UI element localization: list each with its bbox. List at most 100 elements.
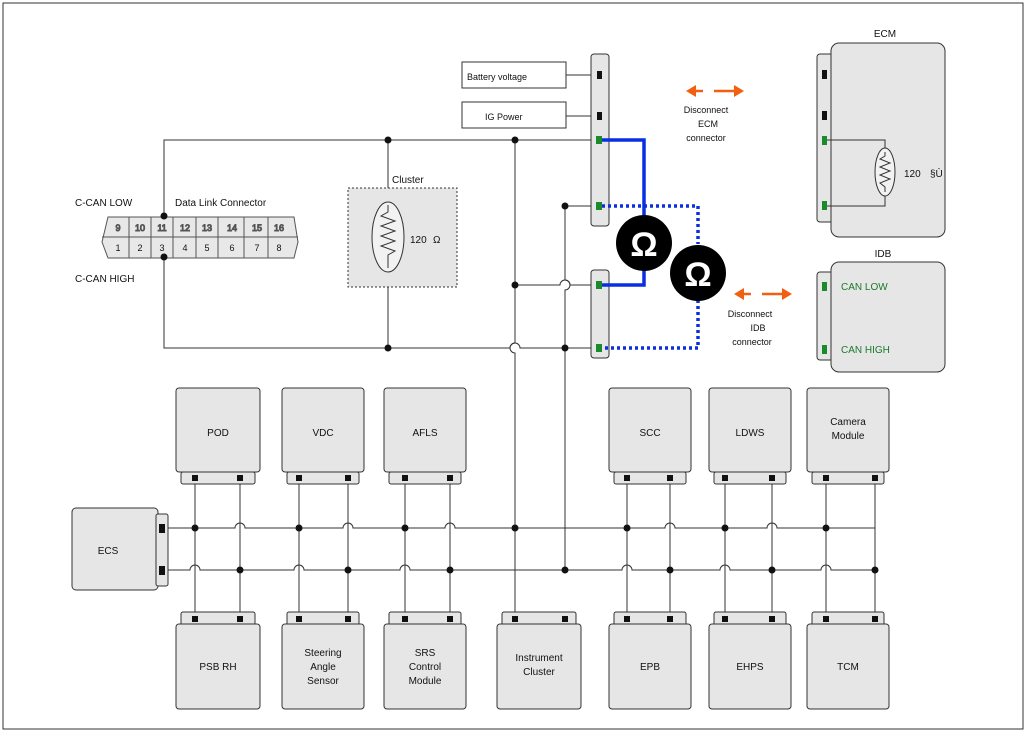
svg-text:Ω: Ω bbox=[684, 256, 711, 294]
disconnect-idb-note: Disconnect IDB connector bbox=[728, 288, 792, 347]
idb-title: IDB bbox=[875, 249, 892, 260]
ecm-resistor-icon bbox=[878, 152, 892, 192]
ecs-module: ECS bbox=[71, 507, 169, 591]
ecm-resistor-capsule bbox=[874, 147, 896, 197]
idb-can-high-label: CAN HIGH bbox=[841, 345, 890, 356]
module-epb: EPB bbox=[608, 611, 692, 710]
svg-text:Camera: Camera bbox=[830, 417, 866, 428]
junction-connectors bbox=[590, 53, 610, 359]
cluster-resistor-icon bbox=[379, 205, 397, 268]
dlc-pin-10: 10 bbox=[135, 223, 145, 233]
svg-text:Control: Control bbox=[409, 662, 441, 673]
svg-text:EPB: EPB bbox=[640, 662, 660, 673]
dlc-pin-3: 3 bbox=[159, 243, 164, 253]
svg-text:Ω: Ω bbox=[630, 226, 657, 264]
battery-voltage-label: Battery voltage bbox=[467, 72, 527, 82]
junction-connector-lower bbox=[590, 269, 610, 359]
disconnect-idb-arrow-icon bbox=[734, 288, 792, 300]
svg-text:POD: POD bbox=[207, 428, 229, 439]
svg-text:Sensor: Sensor bbox=[307, 676, 339, 687]
dlc-pin-2: 2 bbox=[137, 243, 142, 253]
svg-text:Instrument: Instrument bbox=[515, 653, 562, 664]
disconnect-ecm-line1: Disconnect bbox=[684, 105, 729, 115]
cluster-resistance-unit: Ω bbox=[433, 235, 441, 246]
idb-can-low-line bbox=[602, 204, 700, 244]
module-label: TCM bbox=[837, 662, 859, 673]
disconnect-ecm-line2: ECM bbox=[698, 119, 718, 129]
ecm-module: ECM 120 §Ù bbox=[816, 29, 946, 238]
idb-can-high-line bbox=[602, 300, 700, 350]
ohmmeter-idb-icon: Ω bbox=[670, 245, 726, 301]
module-label: SCC bbox=[639, 428, 660, 439]
svg-text:TCM: TCM bbox=[837, 662, 859, 673]
lower-bus-wiring bbox=[165, 136, 879, 612]
dlc-pin-7: 7 bbox=[254, 243, 259, 253]
dlc-pin-13: 13 bbox=[202, 223, 212, 233]
ecm-can-high-line bbox=[602, 266, 646, 287]
dlc-pin-12: 12 bbox=[180, 223, 190, 233]
ecm-resistance-unit: §Ù bbox=[930, 167, 943, 180]
disconnect-ecm-arrow-icon bbox=[686, 85, 744, 97]
module-label: AFLS bbox=[412, 428, 437, 439]
dlc-pin-14: 14 bbox=[227, 223, 237, 233]
dlc-pin-6: 6 bbox=[229, 243, 234, 253]
svg-text:PSB RH: PSB RH bbox=[199, 662, 236, 673]
upper-bus-wiring bbox=[163, 74, 598, 570]
dlc-pin-9: 9 bbox=[115, 223, 120, 233]
dlc-title: Data Link Connector bbox=[175, 198, 267, 209]
ecm-title: ECM bbox=[874, 29, 896, 40]
disconnect-idb-line3: connector bbox=[732, 337, 772, 347]
ig-power-box bbox=[461, 101, 567, 129]
disconnect-ecm-note: Disconnect ECM connector bbox=[684, 85, 744, 143]
dlc-pin-8: 8 bbox=[276, 243, 281, 253]
c-can-high-label: C-CAN HIGH bbox=[75, 274, 134, 285]
battery-voltage-box bbox=[461, 61, 567, 89]
svg-text:Module: Module bbox=[409, 676, 442, 687]
svg-text:SRS: SRS bbox=[415, 648, 436, 659]
module-label: POD bbox=[207, 428, 229, 439]
dlc-pin-16: 16 bbox=[274, 223, 284, 233]
svg-text:Angle: Angle bbox=[310, 662, 336, 673]
idb-box bbox=[830, 261, 946, 373]
ecm-resistance-value: 120 bbox=[904, 169, 921, 180]
module-label: EPB bbox=[640, 662, 660, 673]
dlc-pin-4: 4 bbox=[182, 243, 187, 253]
cluster-terminator: Cluster 120 Ω bbox=[347, 175, 458, 288]
ecs-label: ECS bbox=[98, 546, 119, 557]
idb-module: IDB CAN LOW CAN HIGH bbox=[816, 249, 946, 373]
module-ldws: LDWS bbox=[708, 387, 792, 485]
svg-text:Cluster: Cluster bbox=[523, 667, 555, 678]
dlc-pin-15: 15 bbox=[252, 223, 262, 233]
disconnect-idb-line1: Disconnect bbox=[728, 309, 773, 319]
disconnect-idb-line2: IDB bbox=[750, 323, 765, 333]
svg-text:VDC: VDC bbox=[312, 428, 333, 439]
c-can-low-label: C-CAN LOW bbox=[75, 198, 133, 209]
idb-can-low-label: CAN LOW bbox=[841, 282, 888, 293]
ohmmeter-ecm-icon: Ω bbox=[616, 215, 672, 271]
module-label: LDWS bbox=[736, 428, 765, 439]
power-inputs: Battery voltage IG Power bbox=[461, 61, 567, 129]
dlc-pin-11: 11 bbox=[157, 223, 166, 233]
module-scc: SCC bbox=[608, 387, 692, 485]
module-pod: POD bbox=[175, 387, 261, 485]
cluster-resistance-value: 120 bbox=[410, 235, 427, 246]
module-afls: AFLS bbox=[383, 387, 467, 485]
svg-text:Steering: Steering bbox=[304, 648, 341, 659]
module-vdc: VDC bbox=[281, 387, 365, 485]
module-ehps: EHPS bbox=[708, 611, 792, 710]
module-label: PSB RH bbox=[199, 662, 236, 673]
can-highlight-lines bbox=[602, 138, 700, 350]
svg-text:LDWS: LDWS bbox=[736, 428, 765, 439]
svg-text:Module: Module bbox=[832, 431, 865, 442]
svg-text:SCC: SCC bbox=[639, 428, 660, 439]
module-label: VDC bbox=[312, 428, 333, 439]
svg-text:AFLS: AFLS bbox=[412, 428, 437, 439]
cluster-title: Cluster bbox=[392, 175, 424, 186]
